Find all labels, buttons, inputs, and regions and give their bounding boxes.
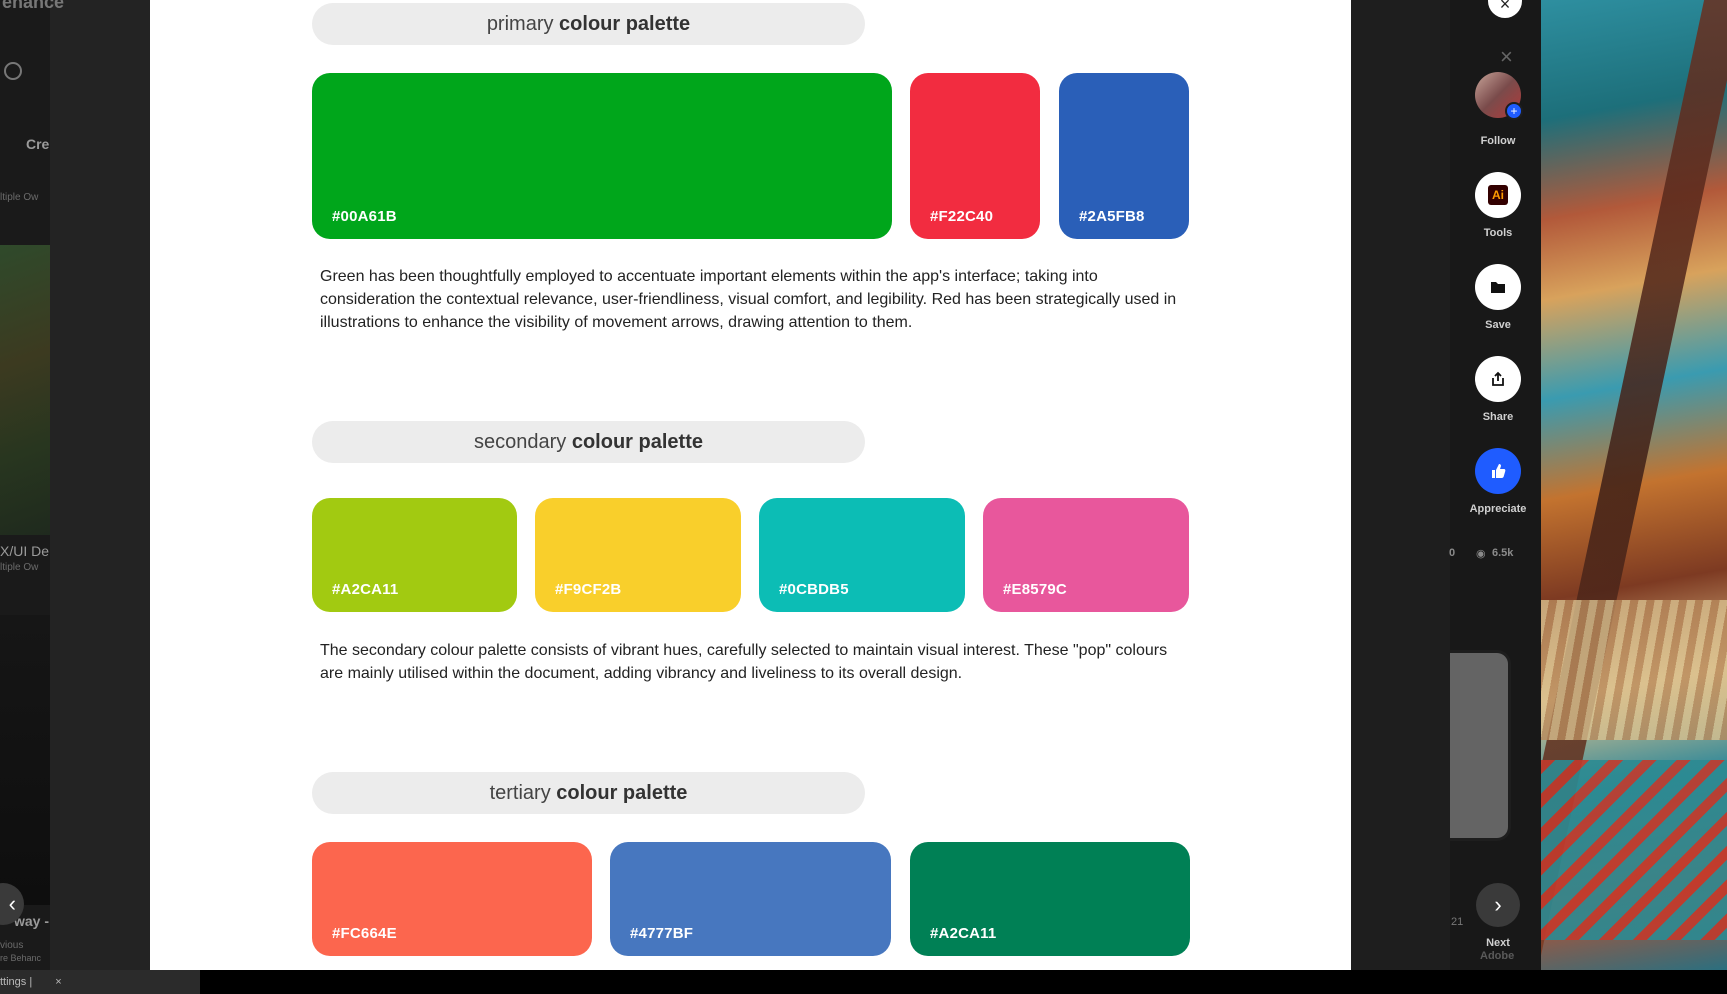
swatch-hex-label: #00A61B [332,208,397,225]
previous-label: vious [0,940,24,951]
artwork-pattern [1541,600,1727,740]
share-label: Share [1482,411,1514,423]
gallery-item-subtitle: ltiple Ow [0,562,39,573]
share-button[interactable] [1475,356,1521,402]
project-content-page: primary colour palette #00A61B #F22C40 #… [150,0,1351,970]
gallery-item-title[interactable]: X/UI De [0,543,50,559]
color-swatch: #4777BF [610,842,891,956]
color-swatch: #A2CA11 [910,842,1190,956]
primary-palette-heading: primary colour palette [312,3,865,45]
plus-icon: + [1505,102,1523,120]
gallery-item-subtitle: ltiple Ow [0,192,39,203]
save-button[interactable] [1475,264,1521,310]
next-label: Next [1486,937,1510,949]
swatch-hex-label: #E8579C [1003,581,1067,598]
color-swatch: #FC664E [312,842,592,956]
browser-bottom-bar: ttings | × [0,970,1727,994]
share-icon [1492,371,1504,386]
swatch-hex-label: #FC664E [332,925,397,942]
swatch-hex-label: #0CBDB5 [779,581,849,598]
gallery-item-title[interactable]: way - [14,913,50,929]
follow-label[interactable]: Follow [1480,135,1516,147]
tools-label: Tools [1483,227,1513,239]
swatch-hex-label: #4777BF [630,925,694,942]
tertiary-palette-heading: tertiary colour palette [312,772,865,814]
heading-bold-text: colour palette [571,431,703,453]
tools-button[interactable]: Ai [1475,172,1521,218]
likes-count: 0 [1449,547,1456,559]
folder-icon [1491,282,1505,293]
partial-count-label: 21 [1451,916,1464,928]
heading-light-text: secondary [474,431,567,453]
views-count: 6.5k [1492,547,1514,559]
heading-light-text: primary [486,13,554,35]
color-swatch: #E8579C [983,498,1189,612]
swatch-hex-label: #A2CA11 [930,925,997,942]
swatch-hex-label: #2A5FB8 [1079,208,1145,225]
appreciate-label: Appreciate [1469,503,1527,515]
gallery-thumbnail[interactable] [0,615,50,905]
thumbs-up-icon [1492,464,1506,478]
color-swatch: #F9CF2B [535,498,741,612]
gallery-thumbnail[interactable] [0,245,50,535]
color-swatch: #00A61B [312,73,892,239]
close-button[interactable]: × [1488,0,1522,18]
primary-palette-description: Green has been thoughtfully employed to … [320,268,1177,331]
gallery-item-subtitle: re Behanc [0,953,42,963]
color-swatch: #A2CA11 [312,498,517,612]
search-icon[interactable] [4,62,22,80]
swatch-hex-label: #A2CA11 [332,581,399,598]
create-label-fragment[interactable]: Cre [26,136,50,152]
next-button[interactable]: › [1476,883,1520,927]
artwork-pattern [1541,760,1727,940]
heading-light-text: tertiary [489,782,551,804]
heading-bold-text: colour palette [559,13,691,35]
color-swatch: #0CBDB5 [759,498,965,612]
avatar[interactable]: + [1475,72,1523,120]
color-swatch: #F22C40 [910,73,1040,239]
secondary-palette-description: The secondary colour palette consists of… [320,642,1168,682]
illustrator-icon: Ai [1488,185,1508,205]
appreciate-button[interactable] [1475,448,1521,494]
browser-tab[interactable]: ttings | × [0,970,200,994]
secondary-palette-heading: secondary colour palette [312,421,865,463]
heading-bold-text: colour palette [556,782,688,804]
related-project-thumbnail[interactable] [1450,650,1511,841]
behance-logo-fragment: ehance [2,0,65,12]
save-label: Save [1485,319,1511,331]
tab-close-icon[interactable]: × [55,976,62,988]
swatch-hex-label: #F9CF2B [555,581,622,598]
close-icon[interactable]: × [1500,44,1513,69]
background-artwork [1541,0,1727,970]
tab-title: ttings | [0,976,36,988]
adobe-label: Adobe [1480,950,1515,962]
left-background-panel: ehance Cre ltiple Ow X/UI De ltiple Ow w… [0,0,150,970]
color-swatch: #2A5FB8 [1059,73,1189,239]
swatch-hex-label: #F22C40 [930,208,994,225]
eye-icon: ◉ [1476,548,1486,560]
